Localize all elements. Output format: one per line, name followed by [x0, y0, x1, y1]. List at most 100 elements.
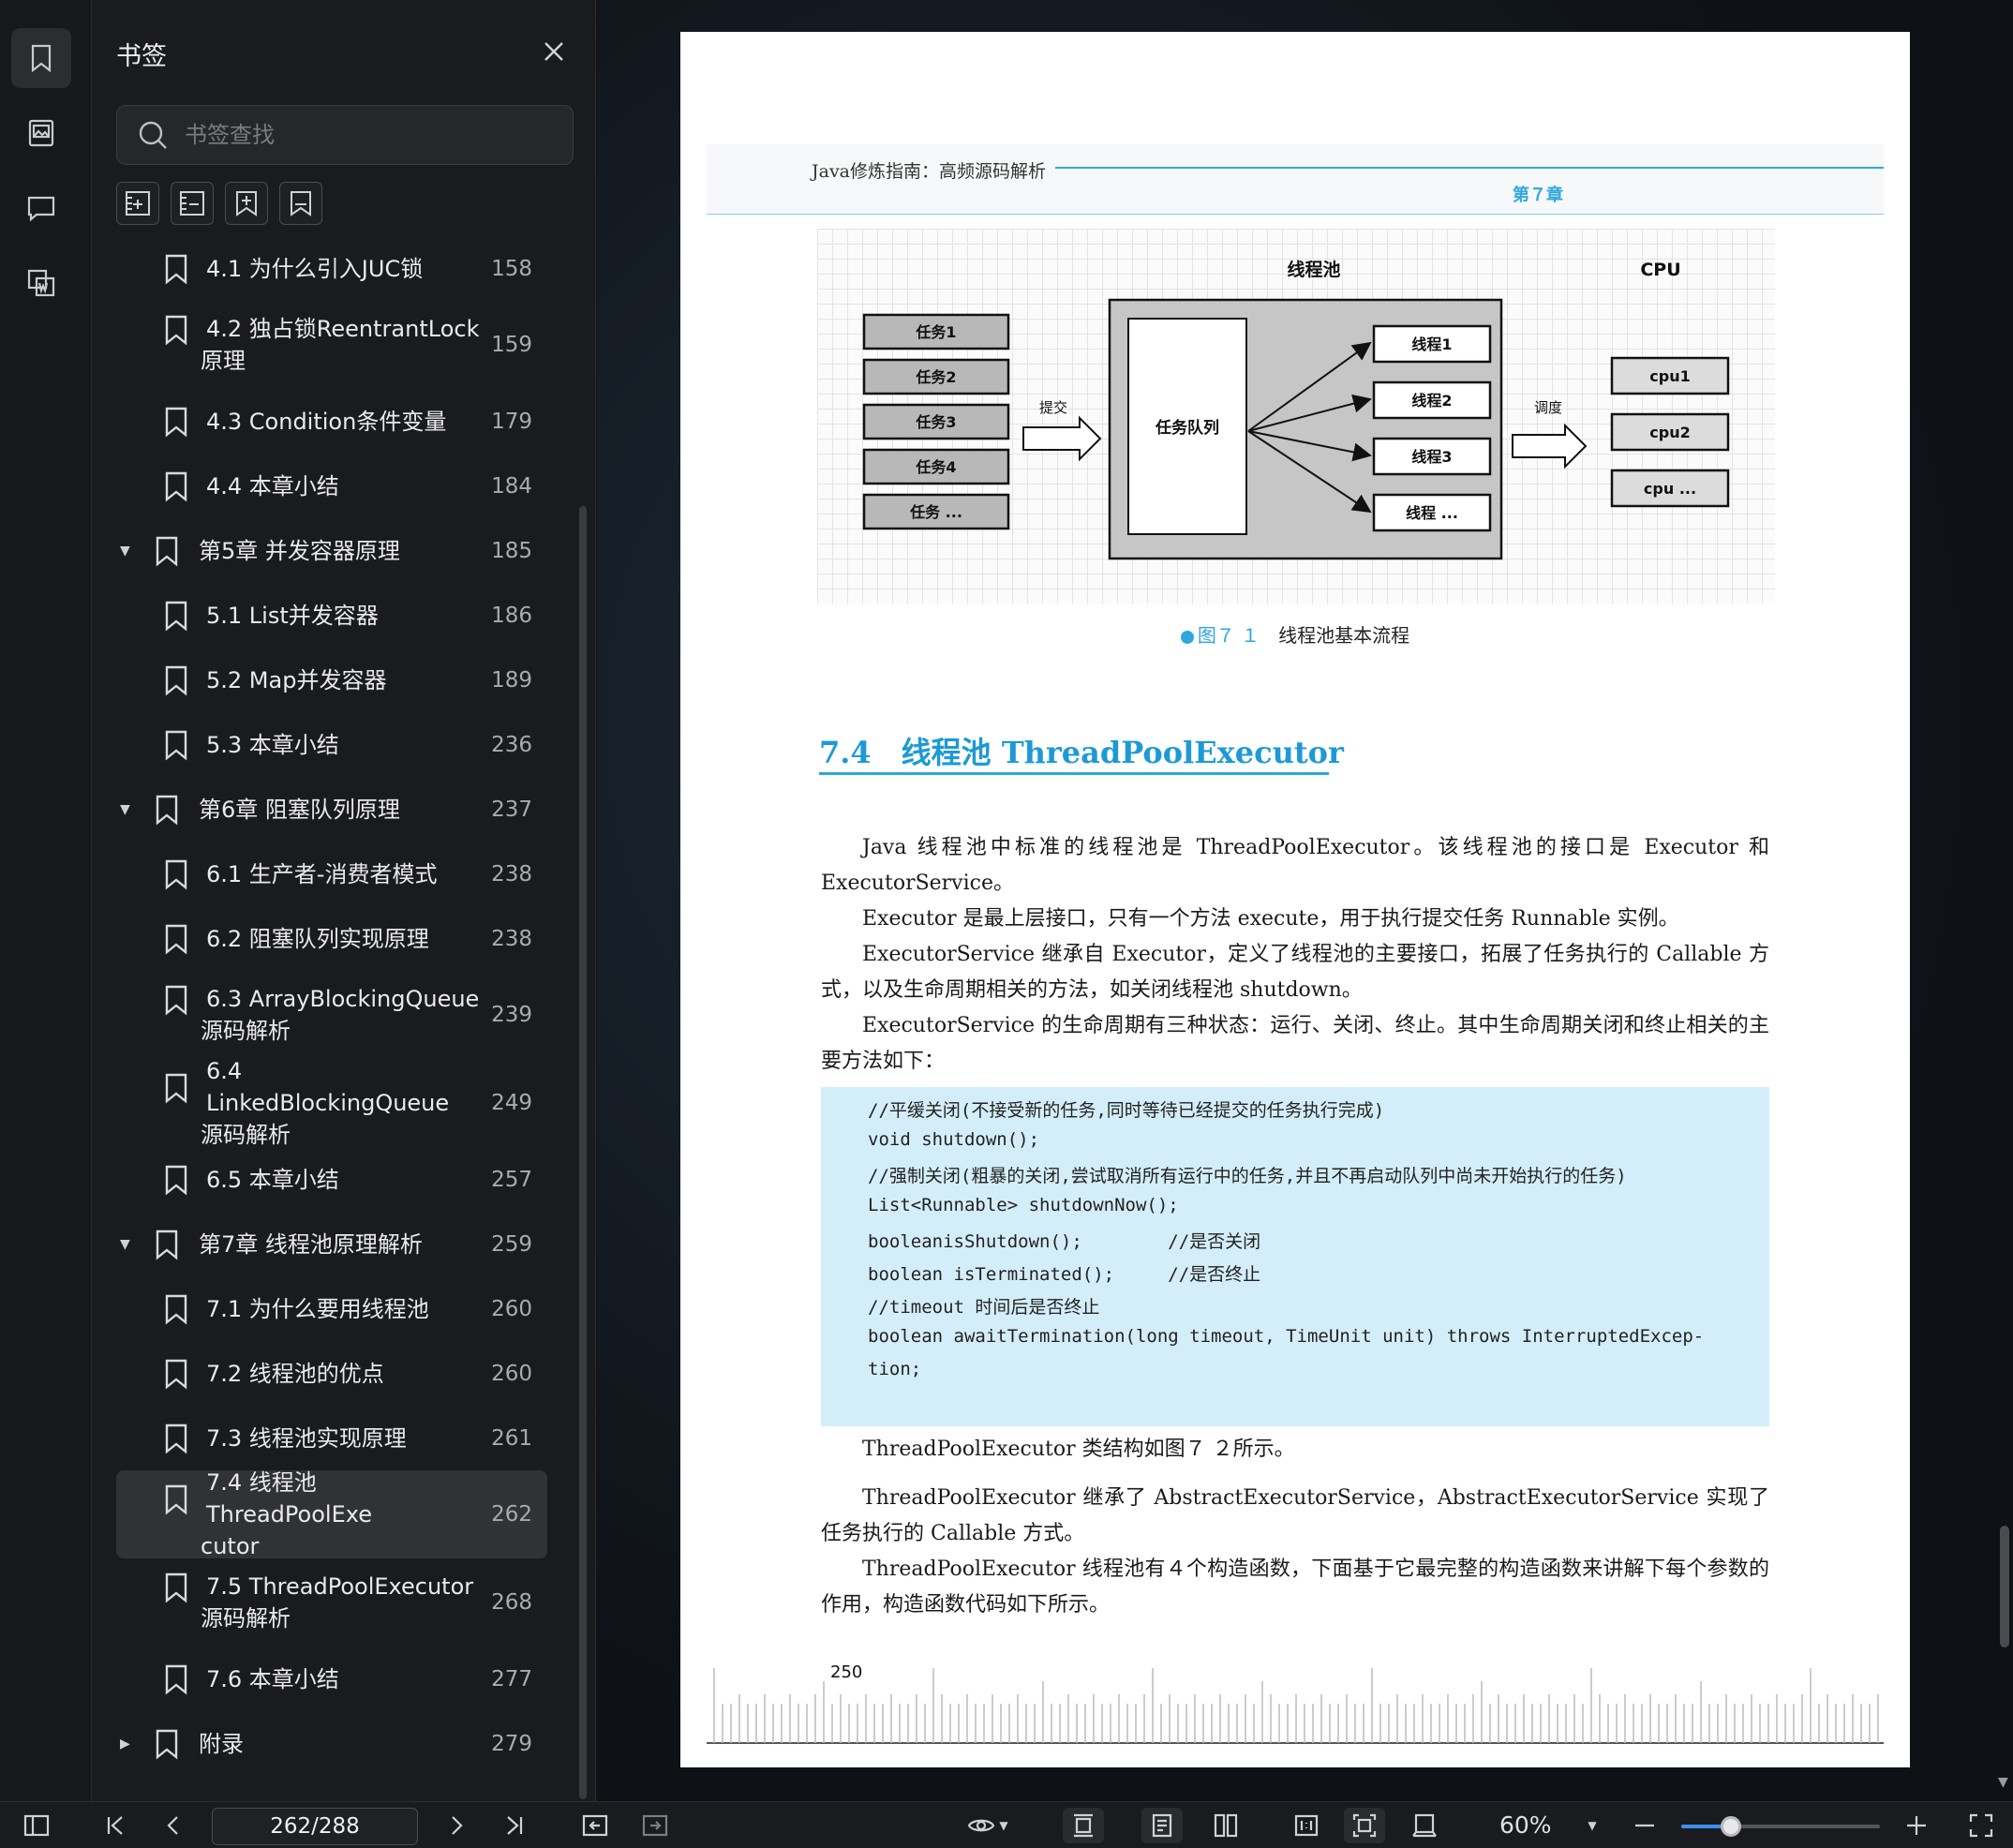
close-panel-button[interactable]	[538, 36, 570, 67]
bookmark-label: 4.4 本章小结	[206, 472, 339, 499]
paragraph-4: ExecutorService 的生命周期有三种状态：运行、关闭、终止。其中生命…	[821, 1014, 1769, 1073]
bookmark-icon	[161, 253, 191, 285]
bookmark-label: 6.2 阻塞队列实现原理	[206, 925, 429, 952]
caption-dot	[1180, 630, 1194, 644]
bookmark-page: 249	[491, 1091, 532, 1115]
document-scrollbar[interactable]	[2000, 1526, 2009, 1647]
thread-label: 线程1	[1411, 335, 1452, 353]
zoom-in-button[interactable]	[1901, 1808, 1932, 1843]
bookmark-page: 259	[491, 1231, 532, 1257]
bookmark-label: 7.6 本章小结	[206, 1665, 339, 1692]
chevron-left-icon	[167, 1816, 178, 1835]
zoom-dropdown[interactable]: ▼	[1578, 1808, 1606, 1843]
bookmark-icon	[161, 1483, 191, 1515]
bookmark-edit-button[interactable]	[279, 182, 322, 225]
caret-right-icon[interactable]: ▶	[120, 1736, 130, 1751]
diagram-cpu-label: CPU	[1640, 260, 1680, 280]
bookmark-icon	[161, 1572, 191, 1603]
fit-page-button[interactable]	[1344, 1808, 1385, 1843]
panel-scrollbar[interactable]	[579, 506, 587, 1799]
fit-height-button[interactable]	[1063, 1808, 1104, 1843]
prev-page-button[interactable]	[156, 1808, 191, 1843]
bookmark-label-line: 7.5 ThreadPoolExecutor	[206, 1573, 474, 1600]
bookmark-search-input[interactable]	[185, 122, 541, 148]
fit-width-icon	[1412, 1813, 1437, 1838]
collapse-all-button[interactable]	[171, 182, 214, 225]
word-tab-button[interactable]	[11, 253, 71, 313]
header-book-title: Java修炼指南：高频源码解析	[812, 161, 1047, 182]
expand-all-button[interactable]	[116, 182, 159, 225]
forward-button[interactable]	[637, 1808, 673, 1843]
bookmark-outline-icon	[291, 191, 311, 216]
chevron-right-icon	[452, 1816, 463, 1835]
thumbnails-tab-button[interactable]	[11, 103, 71, 163]
caret-down-icon[interactable]: ▼	[120, 1236, 130, 1252]
view-mode-dropdown[interactable]: ▼	[960, 1808, 1016, 1843]
first-page-button[interactable]	[97, 1808, 133, 1843]
code-line: List<Runnable> shutdownNow();	[868, 1195, 1179, 1215]
page-number-input[interactable]	[212, 1808, 418, 1845]
bookmarks-tab-button[interactable]	[11, 28, 71, 88]
chevron-down-icon: ▼	[1588, 1819, 1597, 1832]
zoom-slider-knob[interactable]	[1721, 1816, 1741, 1837]
zoom-out-button[interactable]	[1629, 1808, 1661, 1843]
bookmark-label-line: 源码解析	[201, 1122, 291, 1148]
forward-icon	[642, 1814, 668, 1837]
toggle-sidebar-button[interactable]	[19, 1808, 54, 1843]
fullscreen-button[interactable]	[1962, 1808, 2000, 1843]
back-button[interactable]	[577, 1808, 613, 1843]
cpu-box	[1610, 412, 1730, 452]
cpu-box	[1610, 469, 1730, 508]
two-page-button[interactable]	[1205, 1808, 1246, 1843]
bookmark-page: 279	[491, 1731, 532, 1756]
left-icon-rail	[0, 0, 92, 1801]
page-footer-ruler	[707, 1668, 1884, 1744]
caret-down-icon[interactable]: ▼	[120, 801, 130, 817]
scroll-down-icon[interactable]: ▼	[1998, 1775, 2008, 1790]
bookmark-icon	[161, 1072, 191, 1104]
zoom-slider-fill	[1681, 1825, 1731, 1828]
code-line: booleanisShutdown(); //是否关闭	[868, 1231, 1261, 1252]
bookmark-search-box[interactable]	[116, 105, 574, 165]
last-page-button[interactable]	[497, 1808, 532, 1843]
actual-size-button[interactable]	[1286, 1808, 1327, 1843]
task-label: 任务1	[915, 323, 956, 341]
zoom-slider[interactable]	[1681, 1816, 1880, 1837]
fit-width-button[interactable]	[1404, 1808, 1445, 1843]
task-box	[862, 493, 1010, 530]
next-page-button[interactable]	[439, 1808, 474, 1843]
page-header: Java修炼指南：高频源码解析 第７章	[707, 144, 1884, 216]
comments-tab-button[interactable]	[11, 178, 71, 238]
caret-down-icon[interactable]: ▼	[120, 543, 130, 559]
add-bookmark-button[interactable]	[225, 182, 268, 225]
search-icon	[139, 121, 167, 149]
bookmark-label: 4.3 Condition条件变量	[206, 408, 447, 435]
single-page-button[interactable]	[1141, 1808, 1183, 1843]
panel-title: 书签	[116, 42, 167, 71]
bookmark-label-line: 7.4 线程池ThreadPoolExe	[206, 1469, 372, 1528]
